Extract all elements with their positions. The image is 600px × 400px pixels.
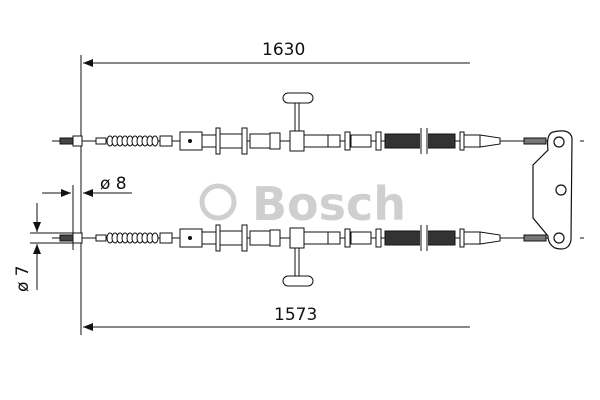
mount-grommet — [282, 92, 314, 104]
cable-top — [52, 92, 584, 155]
diameter-8-label: ø 8 — [100, 174, 127, 194]
cable-bottom — [52, 224, 584, 287]
dimension-diameter-8: ø 8 — [42, 174, 132, 197]
bosch-watermark: © Bosch — [199, 177, 406, 231]
equalizer-bracket — [532, 130, 573, 250]
mount-grommet — [282, 275, 314, 287]
dimension-1630: 1630 — [83, 40, 470, 67]
dimension-label-bottom: 1573 — [274, 305, 317, 325]
cables — [52, 92, 584, 287]
watermark-brand: Bosch — [252, 177, 406, 231]
dimension-diameter-7: ø 7 — [13, 203, 80, 292]
dimension-label-top: 1630 — [262, 40, 305, 60]
copyright-icon — [199, 183, 237, 221]
diameter-7-label: ø 7 — [13, 265, 33, 292]
dimension-1573: 1573 — [83, 305, 470, 331]
reference-lines — [72, 55, 82, 335]
